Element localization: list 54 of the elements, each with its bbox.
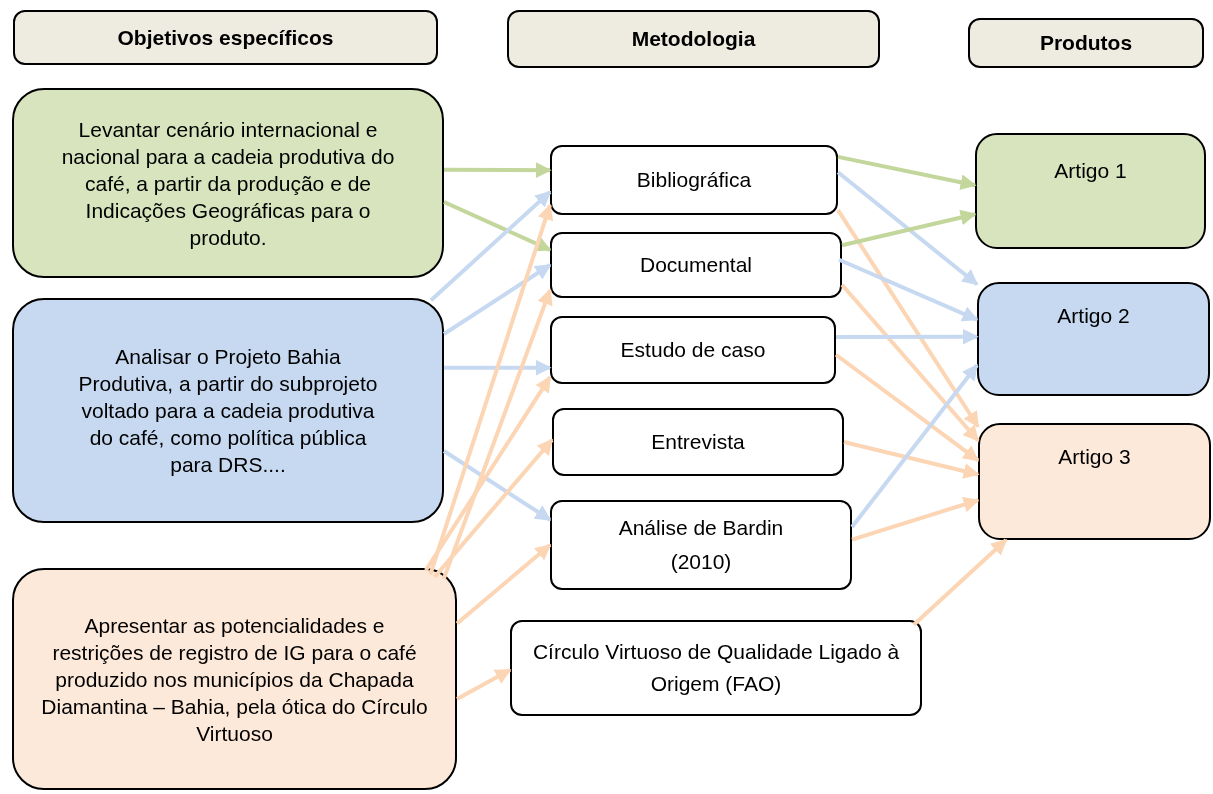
- method-box: [550, 500, 852, 590]
- objective-box: [12, 298, 444, 523]
- arrow: [444, 162, 552, 179]
- arrow: [424, 375, 552, 572]
- node-text: Metodologia: [631, 26, 756, 53]
- method-box: [550, 145, 838, 215]
- node-text: Entrevista: [651, 429, 745, 456]
- arrow: [442, 263, 552, 336]
- arrow: [837, 154, 977, 191]
- arrow: [851, 496, 980, 542]
- arrow: [441, 288, 553, 580]
- node-text: Produtos: [1039, 30, 1133, 57]
- method-box: [552, 408, 844, 476]
- arrow: [456, 668, 512, 701]
- node-text: Analisar o Projeto Bahia Produtiva, a partir do subprojeto voltado para a cadeia produtiva do café, como política pública para DRS....: [77, 344, 379, 478]
- arrow: [444, 359, 552, 376]
- arrow: [433, 438, 554, 579]
- arrow: [838, 257, 979, 322]
- product-box: [975, 133, 1206, 249]
- arrow: [841, 209, 977, 248]
- node-text: Artigo 1: [1054, 158, 1127, 184]
- arrow: [836, 170, 979, 286]
- arrow: [836, 209, 980, 428]
- product-box: [978, 423, 1211, 540]
- arrow: [912, 538, 1008, 627]
- column-header: [968, 18, 1204, 68]
- objective-box: [12, 88, 444, 278]
- node-text: Apresentar as potencialidades e restrições de registro de IG para o café produzido nos municípios da Chapada Diamantina – Bahia, pela ótica do Círculo Virtuoso: [40, 612, 429, 747]
- column-header: [507, 10, 880, 68]
- node-text: Bibliográfica: [636, 167, 752, 194]
- method-box: [550, 232, 842, 298]
- product-box: [977, 282, 1210, 396]
- arrow: [836, 328, 979, 345]
- arrow: [443, 200, 552, 252]
- arrow: [834, 353, 980, 463]
- node-text: Artigo 2: [1057, 303, 1130, 329]
- arrow: [840, 283, 980, 442]
- node-text: Documental: [639, 252, 753, 279]
- node-text: Objetivos específicos: [117, 24, 334, 51]
- arrow: [843, 440, 980, 479]
- arrow: [455, 543, 552, 626]
- objective-box: [12, 568, 457, 790]
- node-text: Estudo de caso: [620, 337, 766, 364]
- column-header: [13, 10, 438, 65]
- node-text: Levantar cenário internacional e nacional para a cadeia produtiva do café, a partir da produção e de Indicações Geográficas para o produto.: [60, 116, 396, 251]
- node-text: Análise de Bardin (2010): [617, 515, 785, 575]
- arrow: [429, 190, 552, 302]
- arrow: [442, 449, 552, 522]
- method-box: [550, 316, 836, 384]
- arrow: [428, 203, 554, 576]
- node-text: Círculo Virtuoso de Qualidade Ligado à Origem (FAO): [531, 639, 901, 697]
- node-text: Artigo 3: [1058, 444, 1131, 470]
- arrow: [850, 363, 979, 529]
- method-box: [510, 620, 922, 716]
